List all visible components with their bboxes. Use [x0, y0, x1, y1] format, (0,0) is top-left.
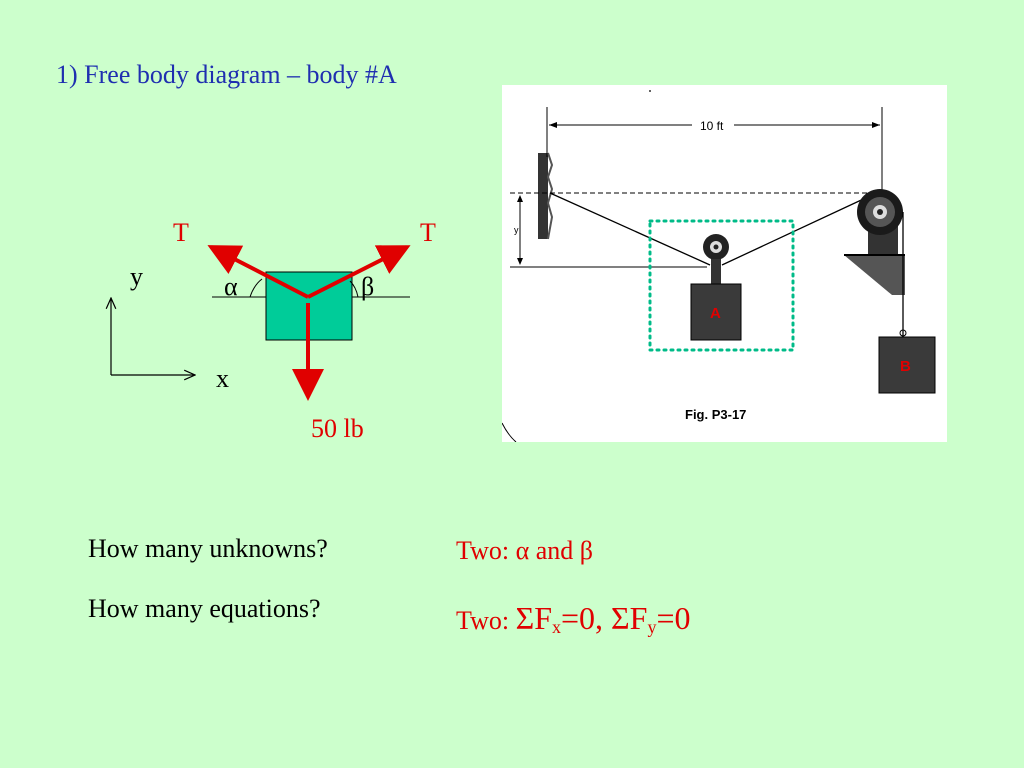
- figure-block-a: [690, 283, 742, 341]
- alpha-label: α: [224, 272, 238, 301]
- tension-left-arrow: [207, 245, 309, 299]
- slide-title: 1) Free body diagram – body #A: [56, 60, 397, 89]
- dimension-label: 10 ft: [700, 119, 724, 133]
- tension-left-label: T: [173, 218, 189, 247]
- axis-x-label: x: [216, 364, 229, 393]
- weight-label: 50 lb: [311, 414, 364, 443]
- question-equations: How many equations?: [88, 594, 321, 623]
- figure-panel: 10 ft y A B Fi: [502, 85, 947, 442]
- y-dimension-label: y: [514, 225, 519, 235]
- selection-box: [648, 219, 795, 352]
- pulley-system-figure: 10 ft y A B Fi: [502, 90, 936, 442]
- figure-caption: Fig. P3-17: [685, 407, 746, 422]
- figure-block-b-label: B: [900, 358, 911, 375]
- figure-block-b: [878, 336, 936, 394]
- answer-equations: Two: ΣFx=0, ΣFy=0: [456, 600, 691, 637]
- axis-y-label: y: [130, 262, 143, 291]
- figure-block-a-label: A: [710, 305, 721, 322]
- wall: [538, 153, 548, 239]
- answer-unknowns: Two: α and β: [456, 536, 593, 565]
- tension-right-arrow: [307, 245, 411, 299]
- beta-arc: [349, 280, 359, 298]
- alpha-arc: [249, 278, 263, 298]
- tension-right-label: T: [420, 218, 436, 247]
- question-unknowns: How many unknowns?: [88, 534, 328, 563]
- beta-label: β: [361, 272, 375, 301]
